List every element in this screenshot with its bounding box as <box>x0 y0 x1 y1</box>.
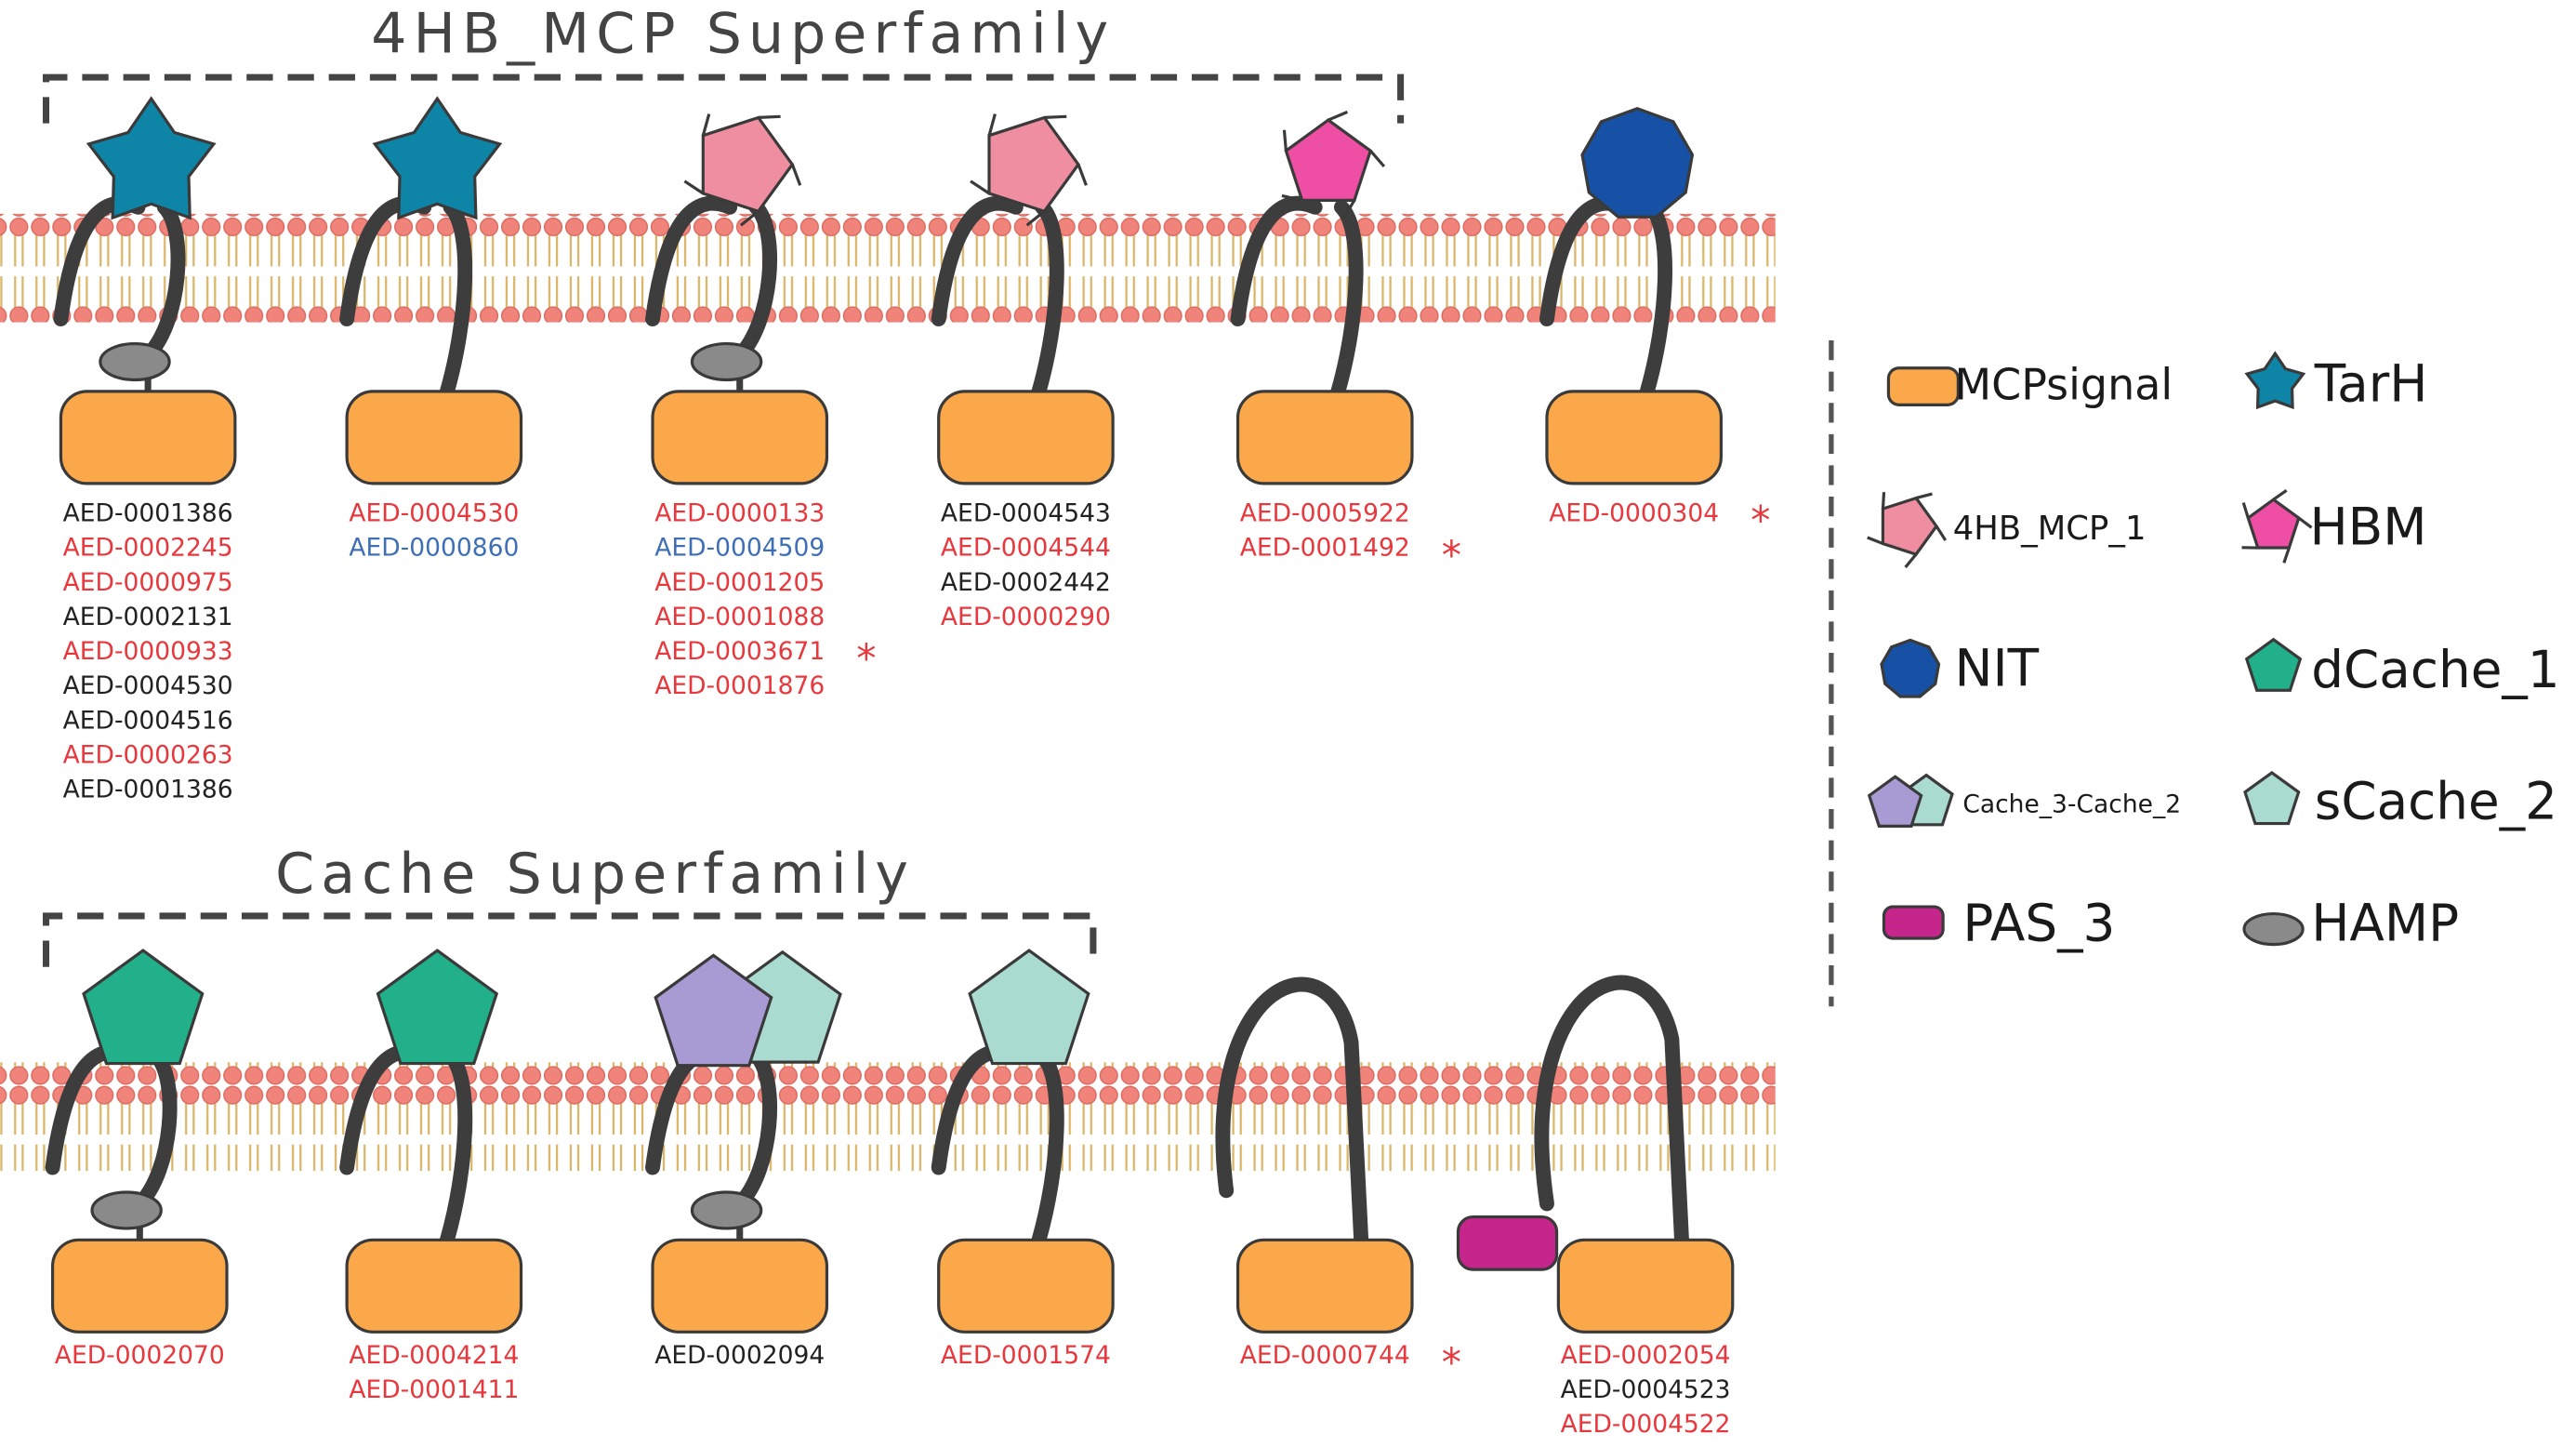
legend-item-nit: NIT <box>1882 638 2040 697</box>
accession-label: AED-0002131 <box>63 603 233 631</box>
accession-label: AED-0000744 <box>1240 1341 1410 1370</box>
accession-label: AED-0000263 <box>63 740 233 769</box>
mcpsignal-icon <box>347 1240 521 1332</box>
accession-label: AED-0001205 <box>654 568 825 597</box>
accession-label: AED-0001386 <box>63 776 233 804</box>
cache-3-cache-2-icon <box>655 952 840 1066</box>
accession-label: AED-0004516 <box>63 706 233 735</box>
mcpsignal-icon <box>653 392 826 484</box>
legend-item-tarh: TarH <box>2247 353 2427 413</box>
accession-label: AED-0001386 <box>63 499 233 528</box>
legend-item-4hb-mcp-1: 4HB_MCP_1 <box>1868 492 2147 567</box>
accession-label: AED-0004543 <box>941 499 1111 528</box>
scache-2-icon <box>2245 773 2299 824</box>
legend-label: HAMP <box>2311 893 2459 952</box>
legend-label: PAS_3 <box>1962 893 2115 952</box>
accession-label: AED-0000133 <box>654 499 825 528</box>
4hb-mcp-1-icon <box>1868 492 1946 567</box>
legend-label: TarH <box>2314 353 2428 413</box>
hbm-icon <box>2242 490 2312 563</box>
accession-label: AED-0000304 <box>1549 499 1719 528</box>
mcpsignal-icon <box>1888 368 1958 405</box>
hamp-icon <box>100 344 169 380</box>
accession-label: AED-0000975 <box>63 568 233 597</box>
accession-label: AED-0004544 <box>941 534 1111 563</box>
membrane-bottom <box>0 1062 1776 1171</box>
accession-label: AED-0004522 <box>1561 1410 1731 1439</box>
mcpsignal-icon <box>939 392 1113 484</box>
membrane-top <box>0 214 1776 323</box>
accession-label: AED-0000290 <box>941 603 1111 631</box>
accession-label: AED-0000933 <box>63 637 233 666</box>
accession-label: AED-0004509 <box>654 534 825 563</box>
legend-label: NIT <box>1955 638 2040 697</box>
asterisk-marker: * <box>856 637 876 683</box>
hamp-icon <box>692 344 760 380</box>
accession-label: AED-0000860 <box>349 534 519 563</box>
mcpsignal-icon <box>1547 392 1721 484</box>
accession-label: AED-0004214 <box>349 1341 519 1370</box>
mcpsignal-icon <box>347 392 521 484</box>
bracket-4hb-mcp <box>46 77 1401 124</box>
accession-label: AED-0004523 <box>1561 1375 1731 1404</box>
legend-label: Cache_3-Cache_2 <box>1962 790 2181 819</box>
accession-label: AED-0002442 <box>941 568 1111 597</box>
legend-item-scache-2: sCache_2 <box>2245 772 2557 831</box>
title-cache-superfamily: Cache Superfamily <box>275 842 915 907</box>
accession-label: AED-0001411 <box>349 1375 519 1404</box>
accession-label: AED-0001492 <box>1240 534 1410 563</box>
legend-label: sCache_2 <box>2315 772 2557 831</box>
accession-label: AED-0001088 <box>654 603 825 631</box>
legend-label: HBM <box>2309 497 2426 556</box>
accession-label: AED-0004530 <box>63 671 233 700</box>
legend-label: MCPsignal <box>1955 360 2173 410</box>
title-4hb-mcp-superfamily: 4HB_MCP Superfamily <box>371 2 1115 67</box>
accession-label: AED-0004530 <box>349 499 519 528</box>
accession-label: AED-0001574 <box>941 1341 1111 1370</box>
scache-2-icon <box>970 950 1089 1063</box>
dcache-1-icon <box>84 950 203 1063</box>
accession-label: AED-0002094 <box>654 1341 825 1370</box>
mcpsignal-icon <box>1238 392 1412 484</box>
mcpsignal-icon <box>653 1240 826 1332</box>
accession-label: AED-0003671 <box>654 637 825 666</box>
pas-3-icon <box>1883 907 1943 938</box>
mcpsignal-icon <box>1238 1240 1412 1332</box>
legend-item-pas-3: PAS_3 <box>1883 893 2115 952</box>
legend-item-mcpsignal: MCPsignal <box>1888 360 2173 410</box>
receptor-bottom-row-6 <box>1458 1217 1732 1333</box>
nit-icon <box>1582 109 1692 218</box>
mcpsignal-icon <box>939 1240 1113 1332</box>
legend-item-hbm: HBM <box>2242 490 2427 563</box>
hamp-icon <box>2244 914 2303 945</box>
accession-label: AED-0002054 <box>1561 1341 1731 1370</box>
hamp-icon <box>692 1192 760 1228</box>
legend-label: 4HB_MCP_1 <box>1953 510 2147 548</box>
asterisk-marker: * <box>1442 1341 1461 1387</box>
legend-item-dcache-1: dCache_1 <box>2247 640 2560 699</box>
accession-label: AED-0002245 <box>63 534 233 563</box>
asterisk-marker: * <box>1442 534 1461 579</box>
pas-3-icon <box>1458 1217 1556 1270</box>
accession-label: AED-0002070 <box>55 1341 225 1370</box>
tarh-icon <box>2247 353 2303 407</box>
accession-label: AED-0001876 <box>654 671 825 700</box>
mcpsignal-icon <box>60 392 234 484</box>
cache-3-cache-2-icon <box>1869 776 1952 827</box>
dcache-1-icon <box>378 950 497 1063</box>
asterisk-marker: * <box>1750 499 1770 545</box>
nit-icon <box>1882 640 1939 697</box>
dcache-1-icon <box>2247 640 2301 691</box>
hamp-icon <box>92 1192 161 1228</box>
legend-item-hamp: HAMP <box>2244 893 2459 952</box>
mcpsignal-icon <box>53 1240 227 1332</box>
accession-label: AED-0005922 <box>1240 499 1410 528</box>
bracket-cache <box>46 916 1093 967</box>
legend-item-cache-3-cache-2: Cache_3-Cache_2 <box>1869 776 2181 827</box>
legend-label: dCache_1 <box>2311 640 2559 699</box>
receptor-bottom-row-5 <box>1238 1240 1412 1332</box>
mcpsignal-icon <box>1558 1240 1732 1332</box>
